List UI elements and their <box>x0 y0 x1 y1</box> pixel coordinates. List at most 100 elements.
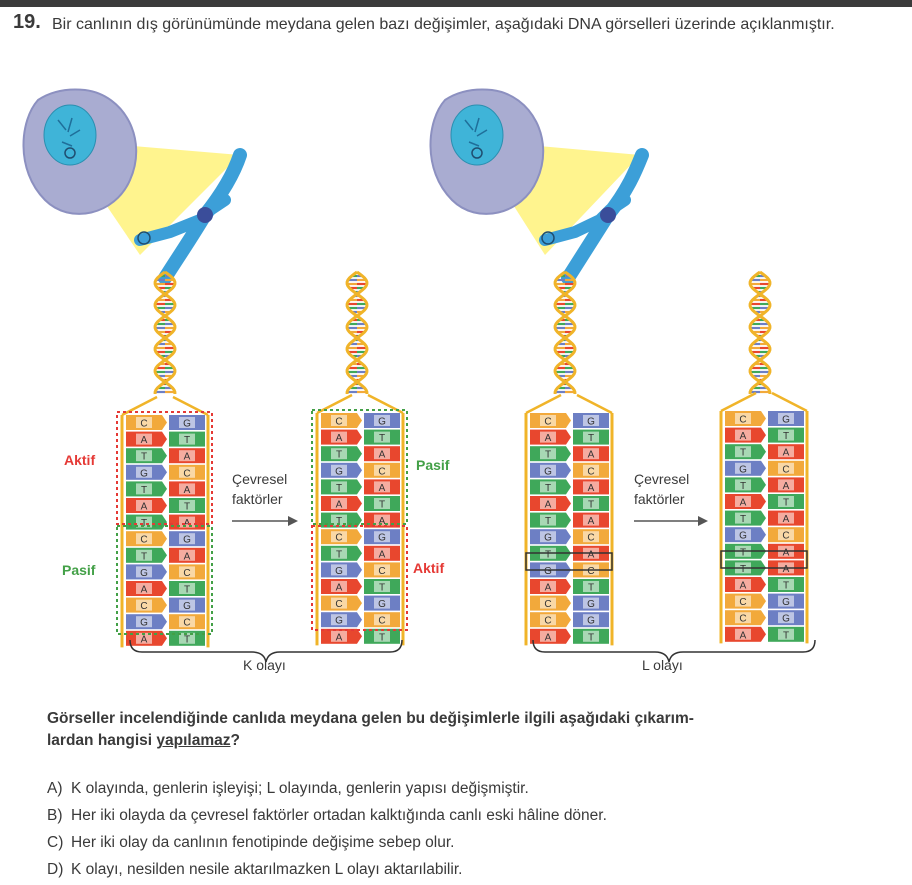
base-left-tip <box>162 597 167 613</box>
option-c[interactable]: C)Her iki olay da canlının fenotipinde d… <box>47 830 607 857</box>
helix-k-before <box>153 270 177 394</box>
base-left-label-bg <box>540 448 556 460</box>
base-left-letter: T <box>336 483 342 494</box>
base-right-label-bg <box>583 614 599 626</box>
base-left: T <box>126 547 167 563</box>
option-d-text: K olayı, nesilden nesile aktarılmazken L… <box>71 861 463 878</box>
base-right: T <box>169 431 205 447</box>
base-left-tip <box>357 612 362 628</box>
base-right-letter: A <box>783 547 790 558</box>
base-right-label-bg <box>374 448 390 460</box>
base-left-letter: T <box>336 450 342 461</box>
base-right: G <box>768 411 804 426</box>
base-left-label-bg <box>540 464 556 476</box>
option-b[interactable]: B)Her iki olayda da çevresel faktörler o… <box>47 803 607 830</box>
base-right: A <box>573 512 609 528</box>
base-left: T <box>530 479 571 495</box>
ladder-funnel <box>316 393 353 415</box>
base-left-label-bg <box>331 448 347 460</box>
base-left-letter: T <box>141 551 147 562</box>
base-left-tip <box>566 429 571 445</box>
base-left: A <box>530 579 571 594</box>
base-left-tip <box>566 462 571 478</box>
k-arrow-label-1: Çevresel <box>232 471 287 487</box>
base-right: T <box>573 628 609 644</box>
base-left-label-bg <box>136 500 152 511</box>
base-left-letter: T <box>141 485 147 496</box>
base-left-label-bg <box>735 612 751 624</box>
option-d[interactable]: D)K olayı, nesilden nesile aktarılmazken… <box>47 857 607 884</box>
base-right: C <box>768 527 804 543</box>
base-left: T <box>725 444 766 460</box>
base-right-letter: T <box>379 632 385 643</box>
base-left-letter: C <box>335 599 342 610</box>
base-left-letter: G <box>544 466 552 477</box>
base-left-label-bg <box>331 581 347 592</box>
base-right-label-bg <box>778 479 794 491</box>
base-left-label-bg <box>136 483 152 495</box>
base-right-label-bg <box>583 481 599 493</box>
base-left: C <box>530 595 571 611</box>
k-arrow-label-2: faktörler <box>232 491 283 507</box>
base-left-label-bg <box>136 417 152 428</box>
base-right-label-bg <box>778 446 794 458</box>
top-bar <box>0 0 912 7</box>
base-left: A <box>725 427 766 443</box>
base-left-label-bg <box>735 512 751 524</box>
option-c-text: Her iki olay da canlının fenotipinde değ… <box>71 834 455 851</box>
option-a[interactable]: A)K olayında, genlerin işleyişi; L olayı… <box>47 776 607 803</box>
prompt-line1: Görseller incelendiğinde canlıda meydana… <box>47 710 694 727</box>
base-right: C <box>169 564 205 580</box>
base-left-tip <box>357 462 362 478</box>
base-right: A <box>364 446 400 462</box>
base-left: A <box>126 431 167 447</box>
base-left-letter: G <box>739 464 747 475</box>
ladder-funnel <box>576 393 613 415</box>
base-left-letter: G <box>140 618 148 629</box>
base-left-label-bg <box>331 597 347 609</box>
base-left: G <box>530 529 571 545</box>
base-left-tip <box>162 464 167 480</box>
ladder-funnel <box>121 395 158 417</box>
base-left-tip <box>162 415 167 430</box>
base-right: C <box>573 462 609 478</box>
base-left-label-bg <box>735 479 751 491</box>
base-left-label-bg <box>331 481 347 493</box>
base-left-tip <box>566 595 571 611</box>
base-left-letter: T <box>141 518 147 529</box>
base-left: C <box>126 597 167 613</box>
base-left: T <box>321 446 362 462</box>
base-left: T <box>126 448 167 464</box>
base-right-label-bg <box>179 566 195 578</box>
cell-illustration-right <box>429 88 649 285</box>
base-right-label-bg <box>179 632 195 644</box>
base-right-letter: G <box>587 599 595 610</box>
base-left-tip <box>357 479 362 495</box>
base-right-label-bg <box>374 564 390 576</box>
base-right-letter: A <box>588 516 595 527</box>
base-right-label-bg <box>179 450 195 462</box>
base-right-letter: T <box>783 498 789 509</box>
base-right-letter: C <box>378 616 385 627</box>
base-right-label-bg <box>583 630 599 642</box>
option-a-letter: A) <box>47 780 63 797</box>
base-right-letter: G <box>378 417 386 428</box>
base-left: A <box>126 581 167 596</box>
base-left: A <box>530 429 571 445</box>
base-right: G <box>768 610 804 626</box>
base-left-label-bg <box>136 599 152 611</box>
base-right-letter: A <box>379 549 386 560</box>
base-right-label-bg <box>583 415 599 426</box>
base-left-tip <box>357 628 362 644</box>
base-right-letter: G <box>587 417 595 428</box>
base-right: A <box>768 477 804 493</box>
base-right: C <box>364 462 400 478</box>
option-b-letter: B) <box>47 807 63 824</box>
base-left-label-bg <box>540 431 556 443</box>
l-brace <box>532 639 816 663</box>
base-left: A <box>321 496 362 511</box>
base-left: C <box>321 529 362 545</box>
base-right-letter: C <box>782 531 789 542</box>
